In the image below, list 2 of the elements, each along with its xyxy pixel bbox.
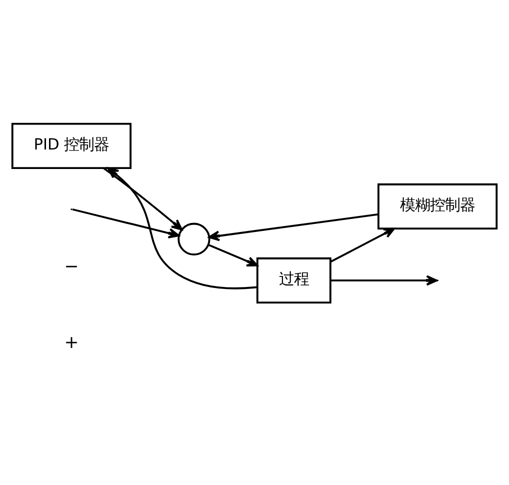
label: − <box>64 257 79 278</box>
label: + <box>64 333 79 354</box>
